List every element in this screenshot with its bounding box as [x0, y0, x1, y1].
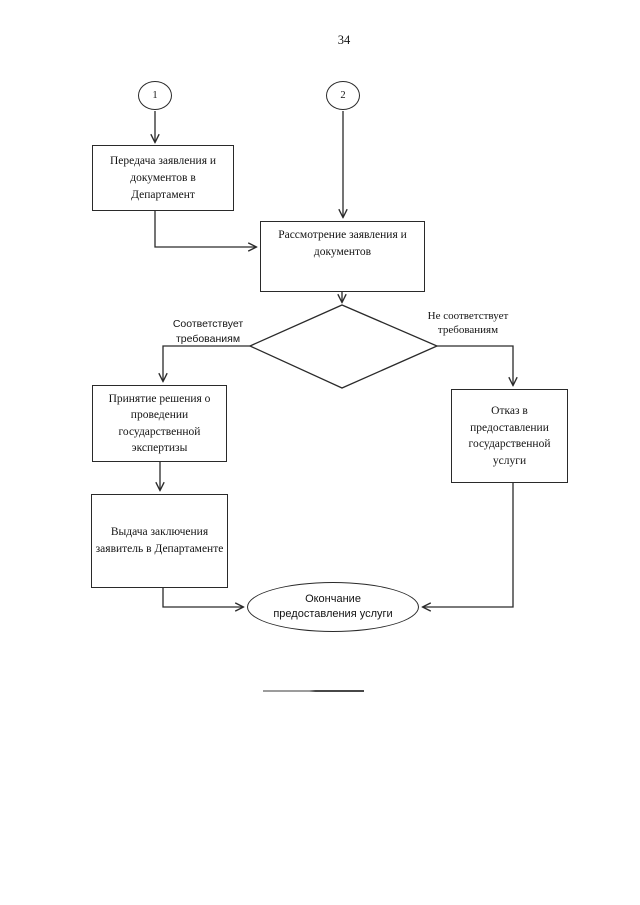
offpage-connector-1: 1	[138, 81, 172, 110]
step-transfer-application-label: Передача заявления и документов в Департ…	[109, 154, 217, 201]
arrow-refuse-to-end	[423, 483, 514, 607]
arrow-transfer-to-review	[154, 211, 256, 247]
step-refusal-of-service: Отказ в предоставлении государственной у…	[451, 389, 568, 483]
step-issue-conclusion-label: Выдача заключения заявитель в Департамен…	[95, 526, 224, 555]
arrow-decision-to-approve	[163, 345, 250, 381]
decision-diamond	[248, 304, 439, 389]
step-decision-to-conduct-expertise: Принятие решения о проведении государств…	[92, 385, 227, 462]
step-issue-conclusion: Выдача заключения заявитель в Департамен…	[91, 494, 228, 588]
footnote-separator-line	[263, 690, 364, 692]
offpage-connector-2: 2	[326, 81, 360, 110]
arrow-decision-to-refuse	[437, 345, 513, 385]
step-transfer-application: Передача заявления и документов в Департ…	[92, 145, 234, 211]
step-decision-to-conduct-expertise-label: Принятие решения о проведении государств…	[108, 392, 211, 455]
step-review-application: Рассмотрение заявления и документов	[260, 221, 425, 292]
page-number: 34	[337, 33, 351, 47]
step-refusal-of-service-label: Отказ в предоставлении государственной у…	[468, 405, 551, 467]
decision-label-meets-requirements: Соответствует требованиям	[172, 318, 244, 345]
terminator-end-of-service-label: Окончание предоставления услуги	[273, 593, 393, 620]
arrow-issue-to-end	[162, 588, 243, 607]
offpage-connector-2-label: 2	[340, 90, 346, 101]
offpage-connector-1-label: 1	[152, 90, 158, 101]
terminator-end-of-service: Окончание предоставления услуги	[247, 582, 419, 632]
step-review-application-label: Рассмотрение заявления и документов	[278, 229, 407, 258]
decision-label-does-not-meet-requirements: Не соответствует требованиям	[427, 310, 509, 336]
